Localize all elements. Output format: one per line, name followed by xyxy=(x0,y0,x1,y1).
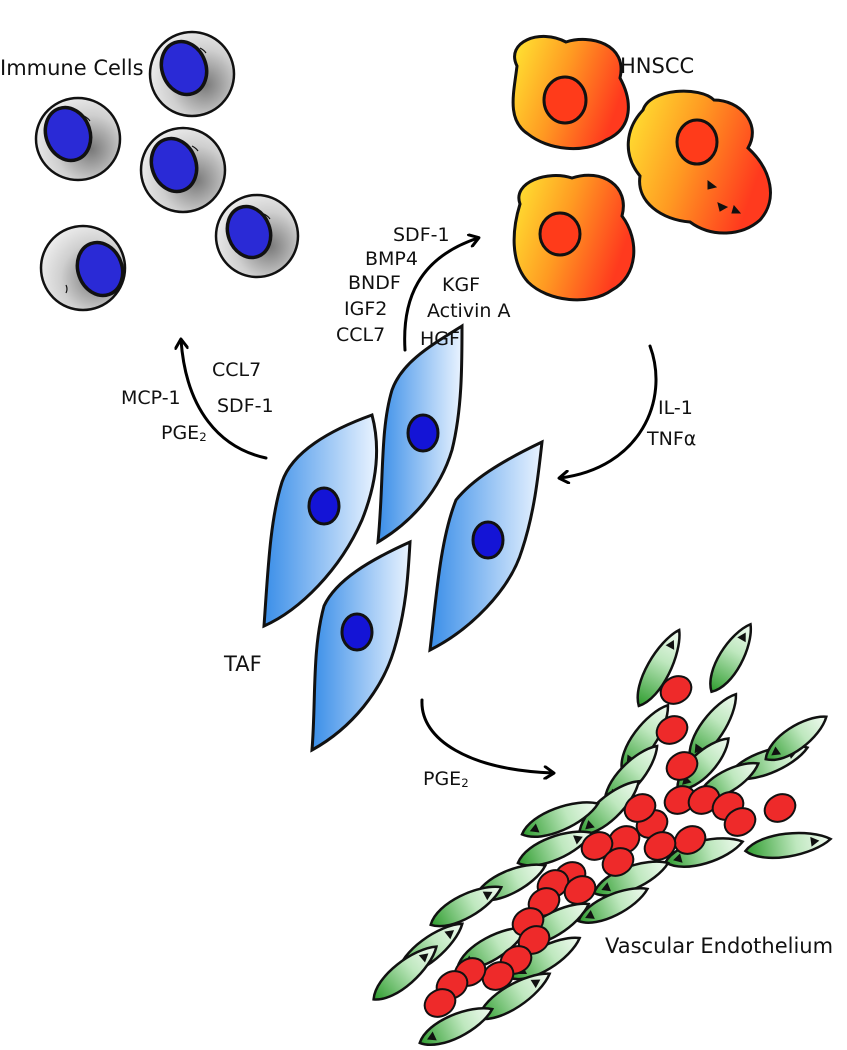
red-blood-cell xyxy=(580,831,614,861)
immune-cell xyxy=(34,96,122,182)
immune-cell xyxy=(214,193,300,279)
factor-label: KGF xyxy=(442,274,481,296)
endothelial-cell-mark xyxy=(737,632,746,643)
endothelial-cell-mark xyxy=(673,853,683,863)
red-blood-cell xyxy=(563,875,597,905)
vascular-endothelium-label: Vascular Endothelium xyxy=(605,934,834,958)
endothelial-cell-mark xyxy=(573,835,583,845)
endothelial-cell-mark xyxy=(694,743,704,754)
endothelial-cell xyxy=(576,887,650,924)
endothelial-cell-mark xyxy=(530,979,541,989)
hnscc-label: HNSCC xyxy=(620,54,695,78)
immune-cell xyxy=(148,30,236,118)
red-blood-cell xyxy=(623,793,657,823)
factor-label: CCL7 xyxy=(212,359,262,381)
pge2-label: PGE2 xyxy=(161,424,207,444)
endothelial-cell-mark xyxy=(601,882,612,892)
endothelial-cell xyxy=(372,945,439,1001)
pge2-vascular-label: PGE2 xyxy=(423,770,469,790)
immune-cells-group xyxy=(34,30,300,312)
endothelial-cell-mark xyxy=(810,836,820,847)
endothelial-cell-mark xyxy=(665,640,675,650)
red-blood-cell xyxy=(481,961,515,991)
red-blood-cell xyxy=(601,847,635,877)
endothelial-cell xyxy=(764,715,828,762)
factor-label: TNFα xyxy=(647,428,697,450)
taf-cell xyxy=(428,439,544,653)
endothelial-cell-mark xyxy=(585,820,595,830)
factor-label: Activin A xyxy=(427,300,511,322)
pge-text: PGE xyxy=(161,422,200,444)
red-blood-cell xyxy=(659,675,693,705)
taf-cell xyxy=(376,323,464,545)
red-blood-cell xyxy=(763,793,797,823)
factor-label: MCP-1 xyxy=(121,387,181,409)
endothelial-cell-mark xyxy=(444,930,455,940)
factor-label: SDF-1 xyxy=(393,224,450,246)
arrows-group xyxy=(181,238,658,773)
red-blood-cell xyxy=(643,831,677,861)
hnscc-cells-group xyxy=(511,34,772,302)
endothelial-cell-mark xyxy=(529,823,540,833)
red-blood-cell xyxy=(665,751,699,781)
endothelial-cell xyxy=(476,972,552,1021)
endothelial-cell-mark xyxy=(426,1031,437,1041)
arrow-taf-to-hnscc xyxy=(403,238,478,352)
taf-cell xyxy=(262,413,379,629)
immune-cell xyxy=(139,126,227,214)
endothelial-cell xyxy=(709,622,753,694)
taf-cells-group xyxy=(262,323,544,753)
pge-subscript: 2 xyxy=(461,775,469,790)
endothelial-cell xyxy=(743,831,833,860)
endothelial-cell xyxy=(520,801,600,838)
red-blood-cell xyxy=(687,785,721,815)
red-blood-cell xyxy=(423,988,457,1018)
endothelial-cell-mark xyxy=(585,910,595,919)
vascular-endothelium-group xyxy=(372,622,833,1046)
arrow-hnscc-to-taf xyxy=(560,344,658,478)
factor-label: BNDF xyxy=(348,272,401,294)
immune-cell xyxy=(39,224,127,312)
factor-label: CCL7 xyxy=(336,324,386,346)
taf-label: TAF xyxy=(224,652,262,676)
arrow-taf-to-immune xyxy=(181,340,268,460)
pge-text: PGE xyxy=(423,768,462,790)
endothelial-cell xyxy=(636,628,681,708)
endothelial-cell-mark xyxy=(771,746,782,756)
factor-label: IL-1 xyxy=(658,397,693,419)
pge-subscript: 2 xyxy=(199,429,207,444)
factor-label: BMP4 xyxy=(365,248,418,270)
endothelial-cell xyxy=(418,1007,495,1046)
hnscc-cell xyxy=(511,34,630,151)
factor-label: HGF xyxy=(420,328,460,350)
factor-label: SDF-1 xyxy=(217,395,274,417)
endothelial-cell-mark xyxy=(418,953,429,963)
hnscc-cell xyxy=(512,173,636,302)
endothelial-cell-mark xyxy=(482,891,493,901)
red-blood-cell xyxy=(673,825,707,855)
arrow-taf-to-vascular xyxy=(420,698,553,773)
immune-cells-label: Immune Cells xyxy=(0,56,144,80)
endothelial-cell xyxy=(429,885,504,928)
taf-cell xyxy=(310,539,412,753)
factor-label: IGF2 xyxy=(344,298,388,320)
hnscc-cell xyxy=(626,89,772,235)
red-blood-cell xyxy=(655,715,689,745)
red-blood-cell xyxy=(723,807,757,837)
